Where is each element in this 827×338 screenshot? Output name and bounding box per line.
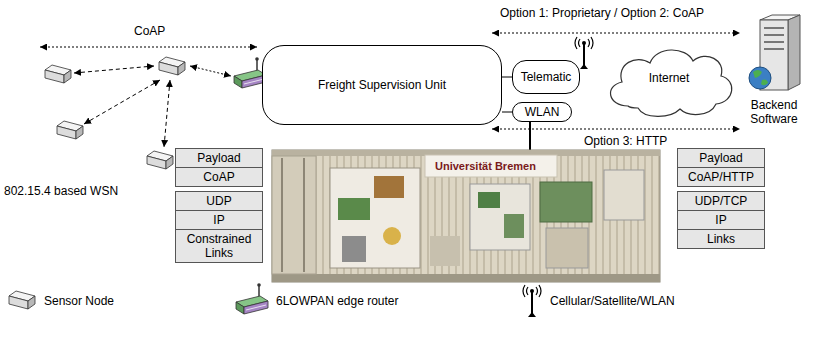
sensor-network	[45, 57, 266, 169]
node-text: Links	[681, 232, 761, 246]
server-side	[788, 15, 800, 90]
server-slot	[764, 41, 784, 43]
node-text: IP	[681, 213, 761, 227]
container-photo	[272, 150, 660, 282]
stack-layer: Constrained Links	[175, 229, 263, 263]
server-slot	[764, 48, 784, 50]
legend-sensor-icon	[9, 291, 35, 309]
stack-layer: CoAP/HTTP	[677, 167, 765, 187]
legend-text: Sensor Node	[44, 294, 114, 308]
node-text: WLAN	[525, 105, 560, 119]
node-text: CoAP/HTTP	[681, 170, 761, 184]
network-label: 802.15.4 based WSN	[4, 184, 118, 198]
stack-layer: UDP	[175, 191, 263, 211]
node-text: IP	[179, 213, 259, 227]
stack-layer: Payload	[175, 148, 263, 168]
stack-layer: IP	[677, 210, 765, 230]
stack-layer: Links	[677, 229, 765, 249]
legend-router-icon	[236, 283, 268, 314]
cloud-shape	[611, 50, 732, 116]
legend-antenna-icon	[523, 285, 541, 317]
stack-layer: UDP/TCP	[677, 191, 765, 211]
node-text: Internet	[649, 71, 690, 85]
stack-layer: IP	[175, 210, 263, 230]
legend-text: 6LOWPAN edge router	[276, 294, 399, 308]
protocol-label: CoAP	[134, 24, 165, 38]
node-text: CoAP	[179, 170, 259, 184]
protocol-label: Option 3: HTTP	[582, 134, 669, 148]
logo-text: Universität Bremen	[432, 159, 539, 173]
node-text: Freight Supervision Unit	[318, 78, 446, 92]
node-text: Telematic	[521, 70, 572, 84]
node-text: UDP	[179, 194, 259, 208]
node-text: Constrained Links	[179, 232, 259, 260]
coap-range-arrow	[40, 46, 257, 47]
backend-server: Backend Software	[738, 14, 810, 126]
node-text: Backend Software	[742, 98, 806, 126]
protocol-label: Option 1: Proprietary / Option 2: CoAP	[500, 6, 704, 20]
legend-text: Cellular/Satellite/WLAN	[550, 294, 675, 308]
node-text: Payload	[179, 151, 259, 165]
connector-line	[502, 112, 512, 113]
internet-cloud: Internet	[598, 36, 740, 120]
connector-line	[502, 77, 512, 78]
stack-layer: CoAP	[175, 167, 263, 187]
supervision-unit-box: Freight Supervision Unit	[262, 45, 502, 125]
wlan-box: WLAN	[512, 102, 572, 122]
option-range-arrow	[492, 32, 740, 33]
node-text: UDP/TCP	[681, 194, 761, 208]
server-slot	[764, 34, 784, 36]
telematic-antenna	[575, 37, 593, 69]
node-text: Payload	[681, 151, 761, 165]
globe-land	[753, 70, 768, 85]
stack-layer: Payload	[677, 148, 765, 168]
server-slot	[764, 27, 784, 29]
server-icon	[738, 14, 810, 94]
telematic-box: Telematic	[512, 60, 580, 94]
globe	[749, 67, 771, 89]
